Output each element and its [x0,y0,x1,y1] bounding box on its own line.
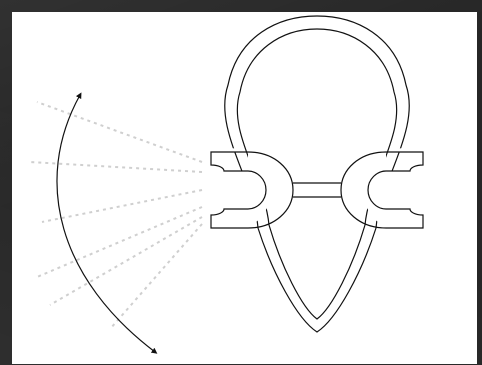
range-arc-arrow [57,95,155,352]
ray-1 [37,102,202,162]
ray-3 [42,190,202,222]
ray-2 [30,162,202,172]
diagram-panel [12,12,477,364]
head-field-of-view-diagram [12,12,477,364]
dotted-rays [30,102,202,329]
ear-fills [211,148,423,232]
